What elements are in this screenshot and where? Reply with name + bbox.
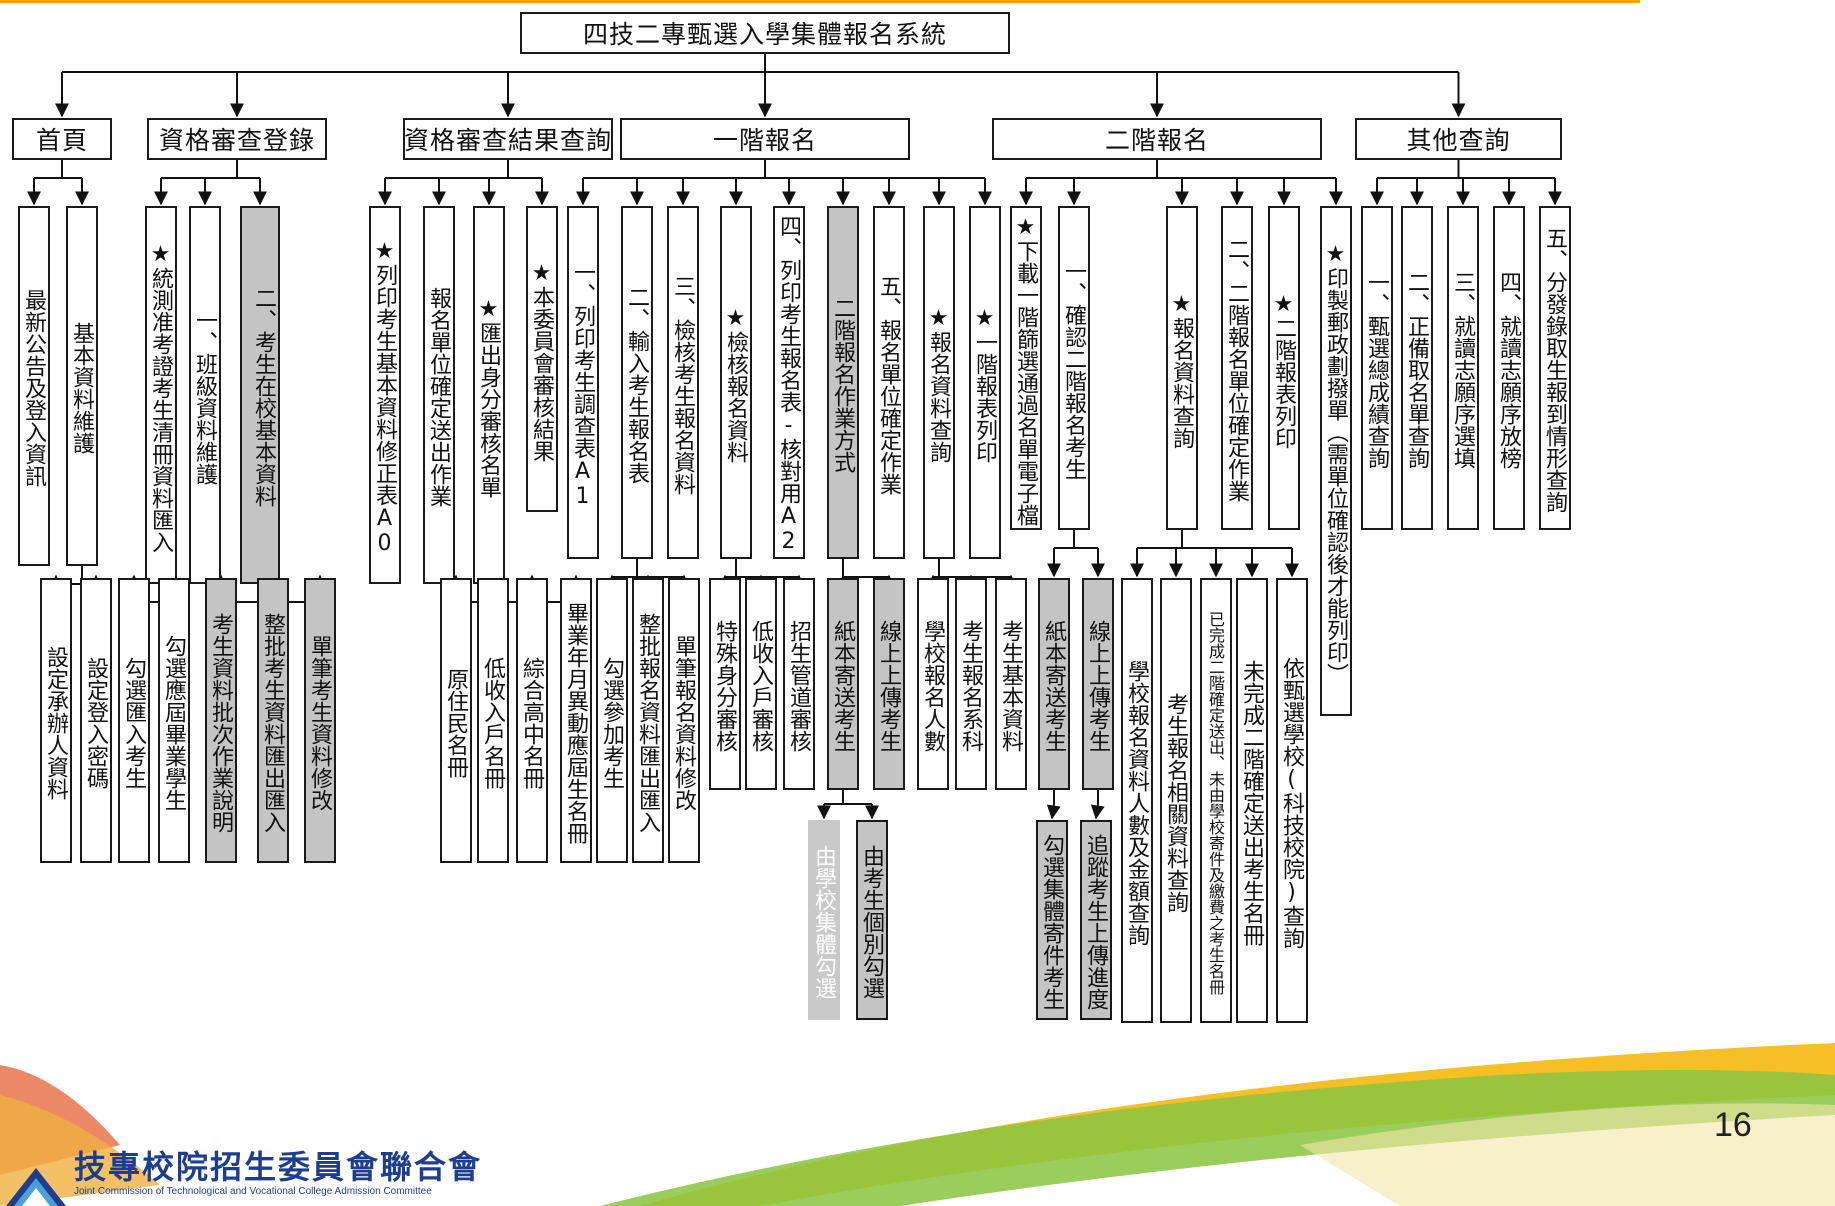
section-1-box: 首頁: [12, 118, 112, 160]
section-4-item-1: 一、列印考生調查表A1: [567, 206, 599, 559]
leaf-4-8-1: 學校報名人數: [917, 578, 949, 790]
leaf-2-3-1: 考生資料批次作業說明: [205, 578, 237, 863]
leaf-5-3-4: 未完成二階確定送出考生名冊: [1236, 578, 1268, 1023]
section-1-item-2: 基本資料維護: [66, 206, 98, 566]
section-6-item-2: 二、正備取名單查詢: [1401, 206, 1433, 530]
section-5-item-3: ★報名資料查詢: [1166, 206, 1198, 530]
org-name: 技專校院招生委員會聯合會: [74, 1148, 483, 1186]
leaf-2-1-1: 勾選匯入考生: [118, 578, 150, 863]
leaf-4-6-1: 紙本寄送考生: [827, 578, 859, 790]
section-3-item-4: ★本委員會審核結果: [526, 206, 558, 512]
leaf-4-2-1: 勾選參加考生: [596, 578, 628, 863]
leaf-3-3-3: 綜合高中名冊: [516, 578, 548, 863]
grandleaf-4-6-1-1: 由學校集體勾選: [808, 820, 840, 1020]
leaf-3-3-2: 低收入戶名冊: [477, 578, 509, 863]
leaf-4-2-3: 單筆報名資料修改: [668, 578, 700, 863]
section-2-box: 資格審查登錄: [147, 118, 327, 160]
section-6-item-1: 一、甄選總成績查詢: [1361, 206, 1393, 530]
section-4-item-6: 二階報名作業方式: [827, 206, 859, 559]
section-6-item-5: 五、分發錄取生報到情形查詢: [1539, 206, 1571, 530]
section-4-item-8: ★報名資料查詢: [923, 206, 955, 559]
section-5-item-2: 一、確認二階報名考生: [1058, 206, 1090, 530]
section-3-box: 資格審查結果查詢: [403, 118, 613, 160]
section-6-item-4: 四、就讀志願序放榜: [1493, 206, 1525, 530]
section-5-item-4: 二、二階報名單位確定作業: [1221, 206, 1253, 530]
leaf-3-3-4: 畢業年月異動應屆生名冊: [560, 578, 592, 863]
leaf-4-4-3: 招生管道審核: [783, 578, 815, 790]
section-3-item-3: ★匯出身分審核名單: [473, 206, 505, 584]
leaf-5-3-1: 學校報名資料人數及金額查詢: [1121, 578, 1153, 1023]
leaf-4-4-1: 特殊身分審核: [709, 578, 741, 790]
section-2-item-2: 一、班級資料維護: [189, 206, 221, 584]
root-title-box: 四技二專甄選入學集體報名系統: [520, 12, 1010, 54]
section-4-item-5: 四、列印考生報名表-核對用A2: [773, 206, 805, 559]
section-2-item-1: ★統測准考證考生清冊資料匯入: [145, 206, 177, 584]
section-5-box: 二階報名: [992, 118, 1322, 160]
org-name-english: Joint Commission of Technological and Vo…: [74, 1186, 432, 1197]
section-4-item-4: ★檢核報名資料: [720, 206, 752, 559]
section-4-item-9: ★一階報表列印: [969, 206, 1001, 559]
leaf-4-4-2: 低收入戶審核: [745, 578, 777, 790]
grandleaf-5-2-2-1: 追蹤考生上傳進度: [1080, 820, 1112, 1020]
leaf-4-2-2: 整批報名資料匯出匯入: [632, 578, 664, 863]
org-logo-icon: [6, 1168, 66, 1206]
section-4-item-2: 二、輸入考生報名表: [621, 206, 653, 559]
leaf-5-3-2: 考生報名相關資料查詢: [1160, 578, 1192, 1023]
leaf-4-8-3: 考生基本資料: [995, 578, 1027, 790]
section-1-item-1: 最新公告及登入資訊: [18, 206, 50, 566]
footer-swoosh: [0, 1043, 1835, 1206]
grandchild-arrow: [1046, 803, 1061, 820]
leaf-1-2-2: 設定登入密碼: [80, 578, 112, 863]
leaf-4-8-2: 考生報名系科: [955, 578, 987, 790]
grandchild-arrow: [1090, 803, 1105, 820]
section-4-box: 一階報名: [620, 118, 910, 160]
leaf-2-3-3: 單筆考生資料修改: [304, 578, 336, 863]
leaf-5-2-1: 紙本寄送考生: [1038, 578, 1070, 790]
leaf-1-2-1: 設定承辦人資料: [40, 578, 72, 863]
grandleaf-5-2-1-1: 勾選集體寄件考生: [1036, 820, 1068, 1020]
section-5-item-5: ★二階報表列印: [1268, 206, 1300, 530]
section-5-item-1: ★下載一階篩選通過名單電子檔: [1010, 206, 1042, 530]
page-number: 16: [1714, 1106, 1752, 1144]
leaf-5-2-2: 線上上傳考生: [1082, 578, 1114, 790]
leaf-2-3-2: 整批考生資料匯出匯入: [257, 578, 289, 863]
section-4-item-7: 五、報名單位確定作業: [873, 206, 905, 559]
top-accent-line: [0, 0, 1640, 3]
grandleaf-4-6-1-2: 由考生個別勾選: [856, 820, 888, 1020]
leaf-4-6-2: 線上上傳考生: [873, 578, 905, 790]
leaf-5-3-5: 依甄選學校(科技校院)查詢: [1276, 578, 1308, 1023]
section-4-item-3: 三、檢核考生報名資料: [667, 206, 699, 559]
section-6-item-3: 三、就讀志願序選填: [1447, 206, 1479, 530]
leaf-3-3-1: 原住民名冊: [440, 578, 472, 863]
section-5-item-6: ★印製郵政劃撥單（需單位確認後才能列印）: [1320, 206, 1352, 716]
section-6-box: 其他查詢: [1355, 118, 1562, 160]
leaf-2-1-2: 勾選應屆畢業學生: [158, 578, 190, 863]
section-3-item-2: 報名單位確定送出作業: [423, 206, 455, 584]
section-3-item-1: ★列印考生基本資料修正表A0: [369, 206, 401, 584]
section-2-item-3: 二、考生在校基本資料: [240, 206, 280, 584]
leaf-5-3-3: 已完成二階確定送出、未由學校寄件及繳費之考生名冊: [1200, 578, 1232, 1023]
